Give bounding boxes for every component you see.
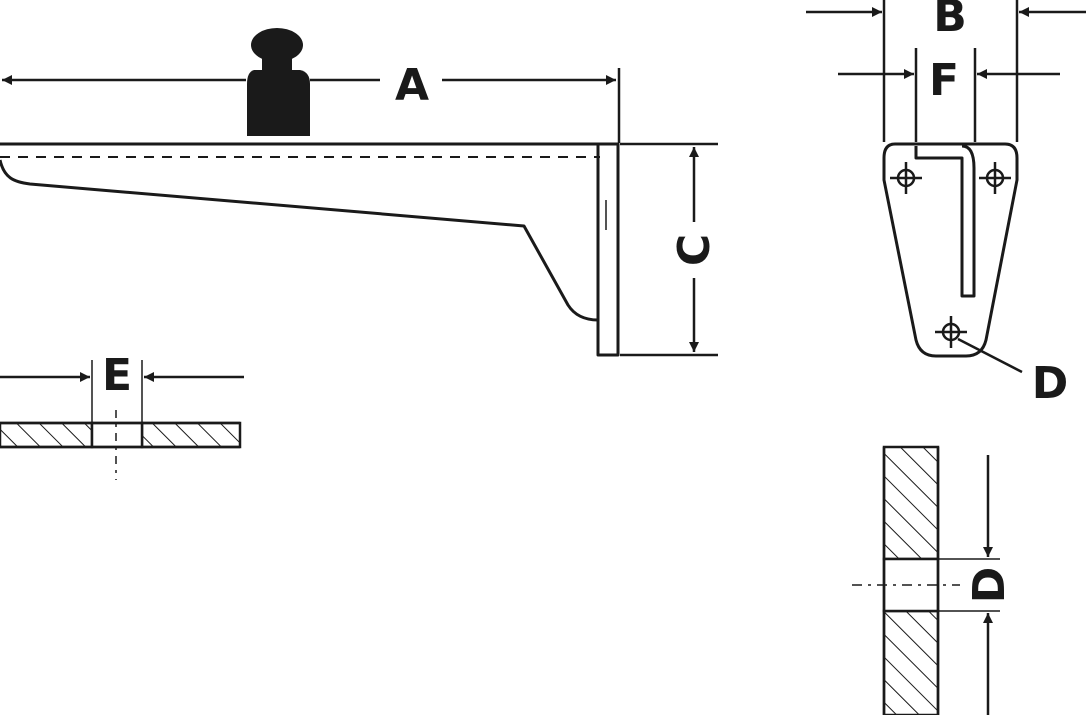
dimension-label-d-front: D [1032, 358, 1069, 409]
dimension-label-e: E [102, 350, 132, 401]
bracket-side-view [0, 142, 620, 357]
dimension-label-f: F [929, 55, 959, 106]
dimension-f [838, 48, 1060, 142]
dimension-c [620, 142, 718, 357]
hook-profile [914, 144, 976, 298]
dimension-label-c: C [669, 234, 720, 266]
wall-section-d [852, 445, 1000, 715]
hole-top-right [979, 162, 1011, 194]
mounting-holes [890, 162, 1023, 374]
dimension-label-a: A [395, 60, 429, 111]
mounting-plate [596, 142, 620, 357]
dimension-label-d-section: D [964, 567, 1015, 604]
shelf-section-e [0, 360, 242, 480]
hole-top-left [890, 162, 922, 194]
plate-outline [882, 142, 1019, 358]
leader-d [957, 337, 1023, 374]
dimension-b [806, 0, 1086, 142]
load-weight-icon [247, 28, 310, 136]
bracket-front-view [882, 142, 1019, 358]
dimension-label-b: B [933, 0, 967, 42]
dimension-a [2, 68, 621, 143]
arm-underside [0, 159, 599, 322]
hole-bottom [935, 316, 967, 348]
